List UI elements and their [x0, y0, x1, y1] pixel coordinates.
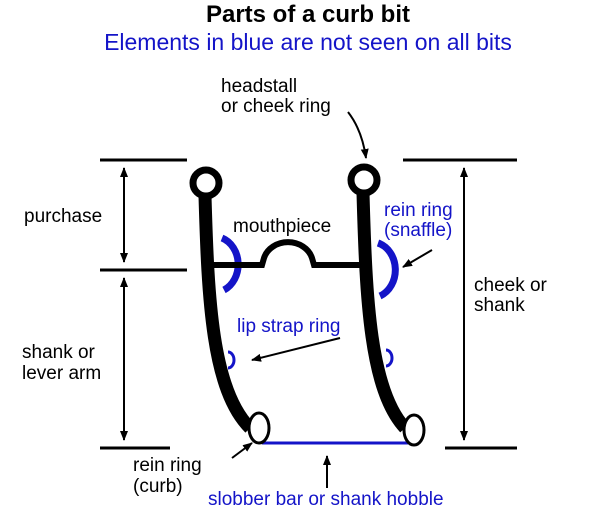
- dimension-arrows: [120, 167, 468, 441]
- mouthpiece-label: mouthpiece: [233, 216, 331, 237]
- snaffle-rein-ring-label: rein ring: [384, 200, 453, 221]
- left-shank: [198, 195, 255, 433]
- lip-strap-ring-label: lip strap ring: [237, 316, 341, 337]
- headstall-label-2: or cheek ring: [221, 96, 331, 117]
- right-shank: [356, 192, 410, 433]
- shank-label-2: lever arm: [22, 363, 101, 384]
- diagram-subtitle: Elements in blue are not seen on all bit…: [104, 29, 512, 55]
- slobber-bar-label: slobber bar or shank hobble: [208, 489, 444, 510]
- left-cheek-ring: [189, 166, 223, 200]
- purchase-label: purchase: [24, 206, 102, 227]
- left-lip-strap-ring: [227, 350, 236, 370]
- mouthpiece: [212, 239, 360, 268]
- left-curb-rein-ring: [247, 411, 271, 445]
- snaffle-rein-ring-label-2: (snaffle): [384, 220, 452, 241]
- right-cheek-ring: [347, 163, 381, 197]
- shank-label: shank or: [22, 342, 96, 363]
- right-snaffle-rein-ring: [376, 239, 399, 300]
- right-curb-rein-ring: [402, 413, 426, 447]
- curb-rein-ring-label-2: (curb): [133, 476, 183, 497]
- headstall-label: headstall: [221, 76, 297, 97]
- cheek-label-2: shank: [474, 295, 525, 316]
- right-lip-strap-ring: [385, 348, 394, 368]
- cheek-label: cheek or: [474, 275, 548, 296]
- pointer-arrows: [231, 111, 433, 488]
- dimension-lines: [100, 158, 517, 450]
- curb-rein-ring-label: rein ring: [133, 455, 202, 476]
- diagram-title: Parts of a curb bit: [206, 1, 410, 28]
